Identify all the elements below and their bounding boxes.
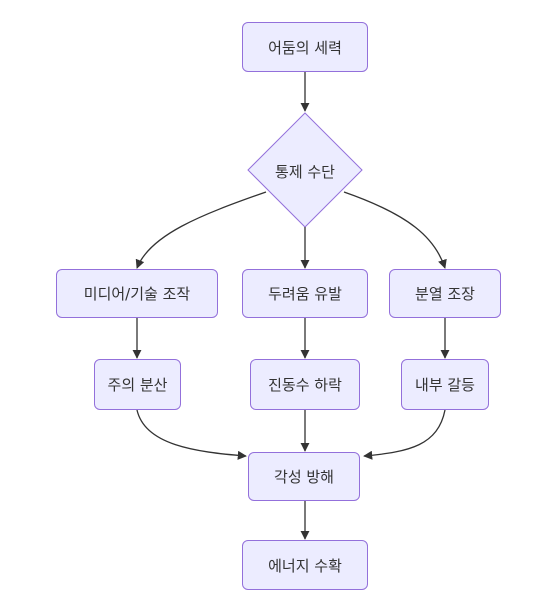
node-means-of-control-label[interactable]: 통제 수단 [244, 158, 366, 184]
node-fear-induction[interactable]: 두려움 유발 [242, 269, 368, 318]
node-label: 두려움 유발 [268, 285, 342, 303]
node-distraction[interactable]: 주의 분산 [94, 359, 181, 410]
node-label: 통제 수단 [275, 162, 335, 181]
node-awakening-obstruction[interactable]: 각성 방해 [248, 452, 360, 501]
node-media-tech-manipulation[interactable]: 미디어/기술 조작 [56, 269, 218, 318]
node-label: 미디어/기술 조작 [83, 285, 191, 303]
node-division-incitement[interactable]: 분열 조장 [389, 269, 501, 318]
node-forces-of-darkness[interactable]: 어둠의 세력 [242, 22, 368, 72]
node-label: 진동수 하락 [268, 376, 342, 394]
edge-distraction-to-awakening [136, 409, 247, 460]
node-frequency-drop[interactable]: 진동수 하락 [250, 359, 360, 410]
edge-control-to-media [135, 191, 267, 269]
node-label: 내부 갈등 [415, 376, 475, 394]
node-label: 어둠의 세력 [268, 38, 342, 57]
edge-conflict-to-awakening [363, 409, 446, 460]
node-internal-conflict[interactable]: 내부 갈등 [401, 359, 489, 410]
node-energy-harvesting[interactable]: 에너지 수확 [242, 540, 368, 590]
node-label: 각성 방해 [274, 468, 334, 486]
edge-control-to-division [343, 191, 447, 269]
node-label: 분열 조장 [415, 285, 475, 303]
node-label: 주의 분산 [107, 376, 168, 394]
node-label: 에너지 수확 [268, 556, 342, 575]
